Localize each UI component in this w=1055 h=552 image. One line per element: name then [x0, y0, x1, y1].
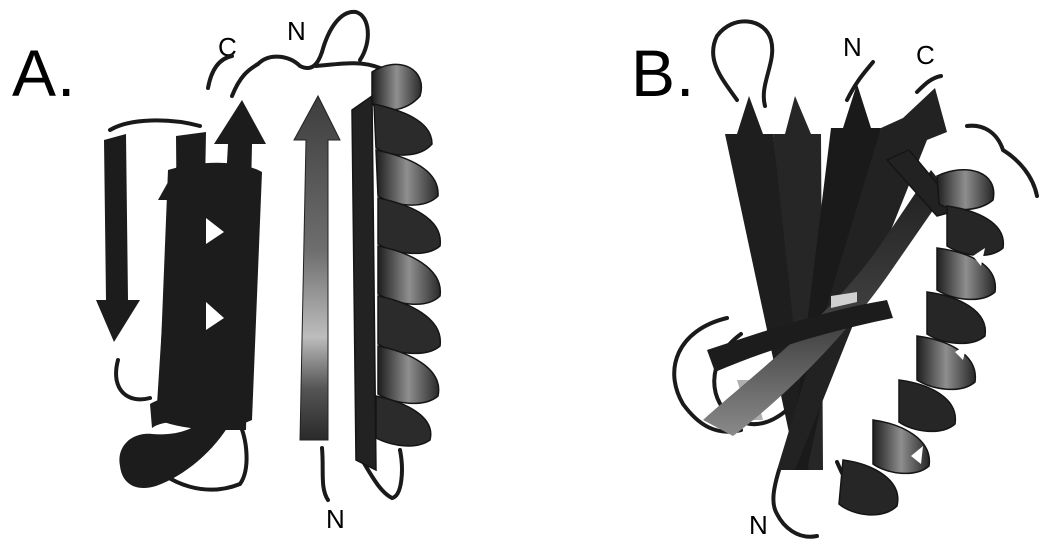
panel-b: B. N C N [527, 0, 1055, 552]
protein-ribbon-a [0, 0, 527, 552]
panel-a: A. C N N [0, 0, 527, 552]
alpha-helix-a [352, 64, 440, 470]
protein-ribbon-b [527, 0, 1055, 552]
beta-sheet-a [96, 100, 266, 488]
central-strand-a [294, 96, 340, 440]
